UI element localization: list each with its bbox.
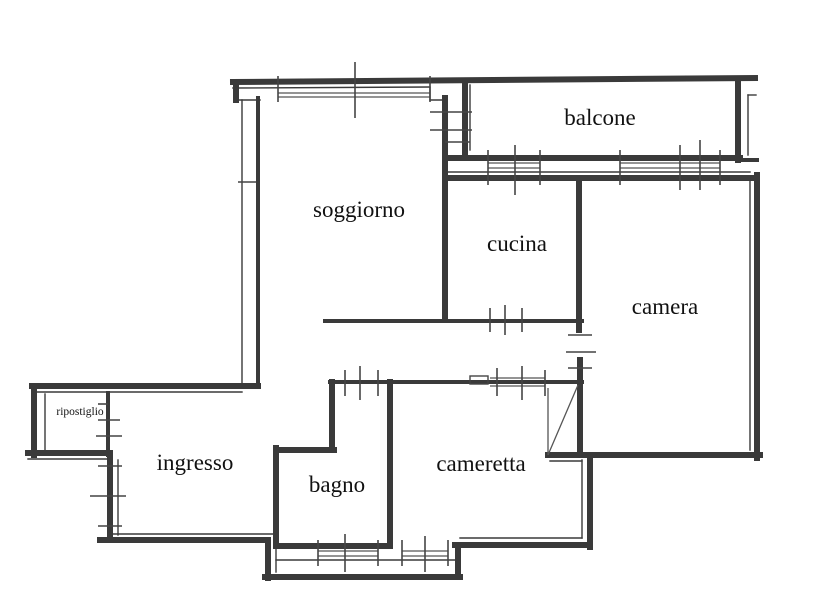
interior-walls — [273, 87, 584, 549]
room-labels: balcone soggiorno cucina camera ripostig… — [56, 105, 698, 497]
room-label-ingresso: ingresso — [157, 450, 234, 475]
room-label-bagno: bagno — [309, 472, 365, 497]
room-label-camera: camera — [632, 294, 698, 319]
room-label-cucina: cucina — [487, 231, 547, 256]
windows-and-openings — [90, 62, 721, 572]
room-label-cameretta: cameretta — [436, 451, 525, 476]
room-label-ripostiglio: ripostiglio — [56, 406, 104, 418]
outer-walls — [25, 74, 763, 581]
room-label-soggiorno: soggiorno — [313, 197, 405, 222]
room-label-balcone: balcone — [564, 105, 636, 130]
